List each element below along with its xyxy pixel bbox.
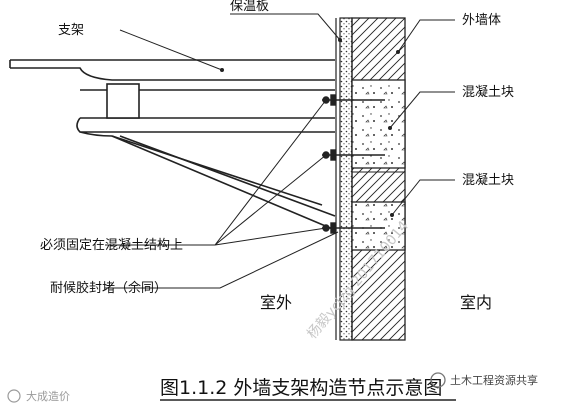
label-fix-note: 必须固定在混凝土结构上 <box>40 237 183 253</box>
label-sealant-note: 耐候胶封堵（余同） <box>50 280 167 296</box>
label-bracket: 支架 <box>58 23 84 38</box>
svg-text:土木工程资源共享: 土木工程资源共享 <box>450 373 538 387</box>
outer-wall <box>351 17 406 341</box>
label-concrete-block-1: 混凝土块 <box>462 84 514 100</box>
label-outdoor: 室外 <box>260 293 292 312</box>
label-indoor: 室内 <box>460 293 492 312</box>
svg-text:大成造价: 大成造价 <box>26 389 70 403</box>
label-outer-wall: 外墙体 <box>462 13 501 28</box>
label-insulation: 保温板 <box>230 0 269 14</box>
bracket-frame <box>9 59 336 231</box>
watermark-bottom-right: 土木工程资源共享 <box>430 372 538 388</box>
leader-lines <box>105 13 455 289</box>
watermark-bottom-left: 大成造价 <box>7 389 70 403</box>
label-concrete-block-2: 混凝土块 <box>462 172 514 188</box>
figure-caption: 图1.1.2 外墙支架构造节点示意图 <box>160 377 442 399</box>
